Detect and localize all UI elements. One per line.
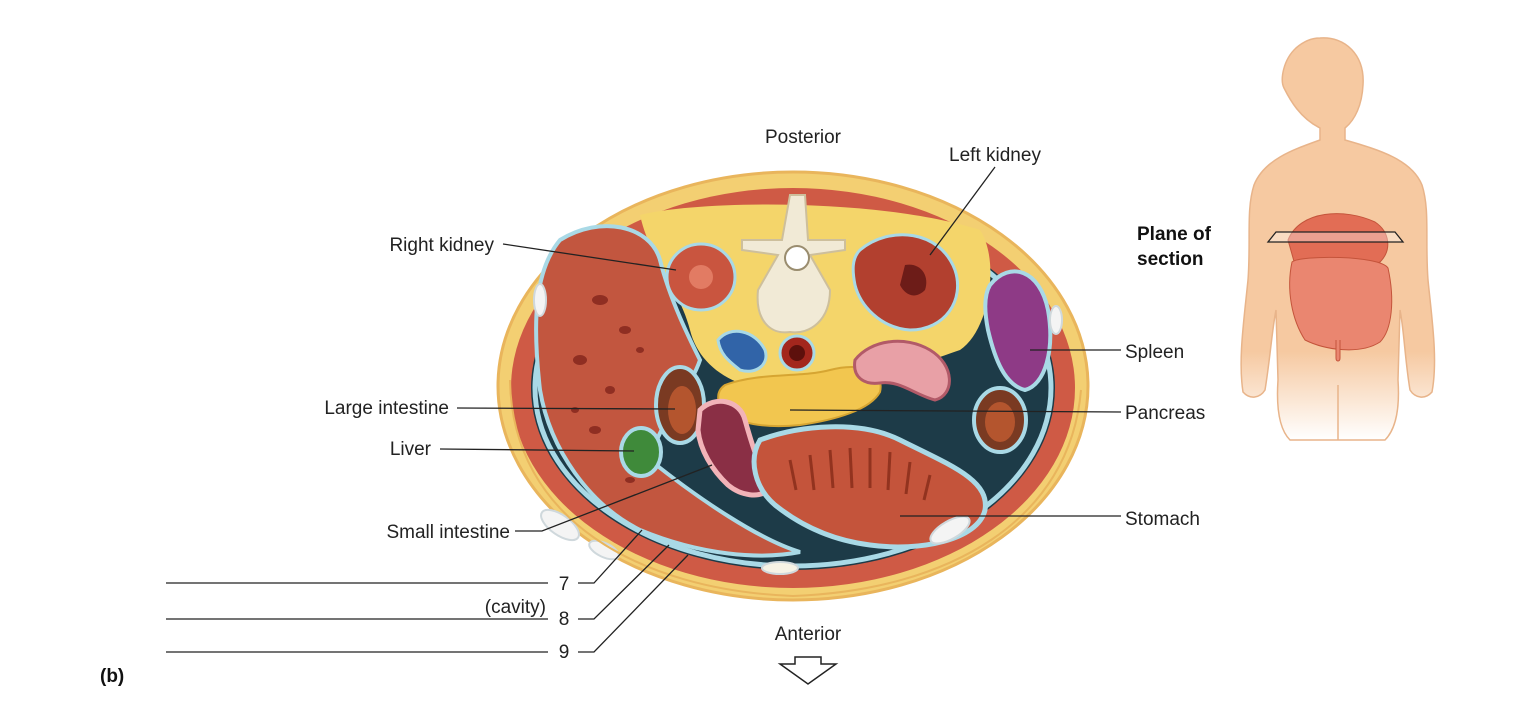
stomach-rugae xyxy=(788,447,932,501)
blank-number-8: 8 xyxy=(559,609,570,630)
vertebra xyxy=(741,194,846,334)
anterior-label: Anterior xyxy=(775,624,842,645)
anterior-arrow-icon xyxy=(777,656,839,685)
posterior-label: Posterior xyxy=(765,127,842,148)
left-kidney-label: Left kidney xyxy=(949,145,1041,166)
plane-of-section xyxy=(1266,231,1405,243)
blank-note-8: (cavity) xyxy=(485,597,546,618)
abdominal-cross-section xyxy=(496,170,1090,602)
spleen xyxy=(983,269,1053,393)
body-silhouette xyxy=(1240,37,1436,441)
gallbladder xyxy=(619,426,663,478)
right-kidney-label: Right kidney xyxy=(389,235,494,256)
blank-number-9: 9 xyxy=(559,642,570,663)
leader-lines xyxy=(166,166,1122,653)
plane-label-line2: section xyxy=(1137,249,1204,270)
body-intestines xyxy=(1289,256,1393,351)
inferior-vena-cava xyxy=(716,329,768,373)
small-intestine-label: Small intestine xyxy=(386,522,510,543)
plane-label-line1: Plane of xyxy=(1137,224,1212,245)
rib-cartilage xyxy=(533,283,1063,575)
pancreas-label: Pancreas xyxy=(1125,403,1205,424)
panel-label: (b) xyxy=(100,666,124,687)
jejunum-loop xyxy=(853,339,951,402)
large-intestine-label: Large intestine xyxy=(324,398,449,419)
spleen-label: Spleen xyxy=(1125,342,1184,363)
blank-number-7: 7 xyxy=(559,574,570,595)
body-wall-layers xyxy=(509,379,1082,598)
stomach-label: Stomach xyxy=(1125,509,1200,530)
liver-label: Liver xyxy=(390,439,432,460)
